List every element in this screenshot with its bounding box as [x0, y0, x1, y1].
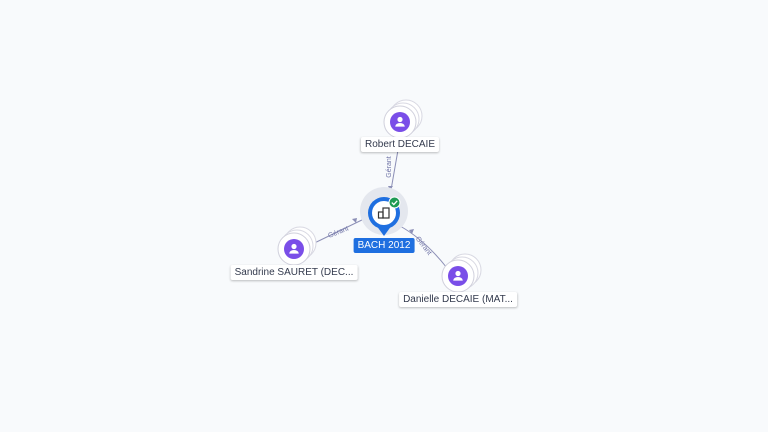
arrow-sandrine: [352, 218, 357, 223]
person-icon: [289, 243, 299, 254]
person-icon: [395, 116, 405, 127]
person-node-robert[interactable]: [383, 99, 423, 139]
person-label-danielle[interactable]: Danielle DECAIE (MAT...: [399, 292, 517, 307]
person-label-robert[interactable]: Robert DECAIE: [360, 137, 440, 152]
edge-label-sandrine: Gérant: [327, 225, 350, 240]
company-label[interactable]: BACH 2012: [353, 238, 415, 253]
check-icon: [388, 196, 401, 209]
person-label-sandrine[interactable]: Sandrine SAURET (DEC...: [230, 265, 358, 280]
edge-danielle: [399, 225, 448, 269]
company-node[interactable]: [360, 187, 408, 236]
person-icon: [453, 270, 463, 281]
edge-label-danielle: Gérant: [414, 235, 433, 256]
building-icon: [377, 207, 390, 219]
person-node-sandrine[interactable]: [277, 226, 317, 266]
edge-robert: [390, 149, 399, 191]
arrow-danielle: [409, 229, 414, 234]
edge-label-robert: Gérant: [386, 156, 393, 177]
person-node-danielle[interactable]: [441, 253, 482, 293]
